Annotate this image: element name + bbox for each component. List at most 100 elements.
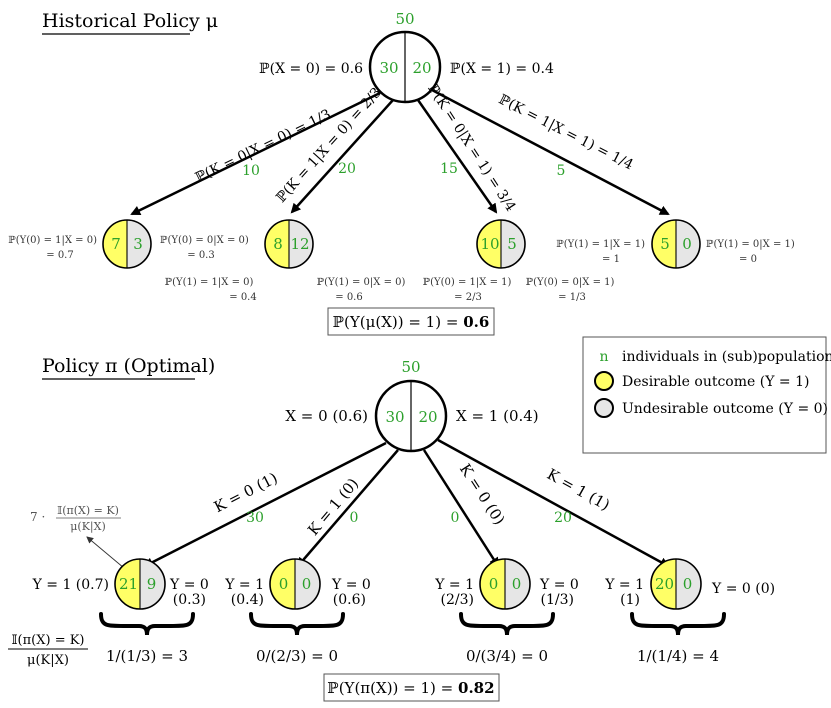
legend-n-symbol: n (599, 349, 608, 365)
optimal-edge-count-1: 0 (350, 510, 359, 526)
historical-leaf-1-yes-count: 8 (273, 235, 283, 253)
optimal-leaf-1-y1-label: Y = 1 (224, 577, 264, 593)
optimal-edge-label-3: K = 1 (1) (544, 465, 613, 514)
optimal-leaf-1-y0-label: Y = 0 (331, 577, 371, 593)
legend-no-text: Undesirable outcome (Y = 0) (622, 401, 828, 417)
historical-leaf-2-no-half (501, 220, 525, 268)
historical-leaf-1-no-count: 12 (290, 235, 309, 253)
historical-leaf-2-right-value: = 1/3 (558, 292, 586, 303)
optimal-leaf-2-y0-value: (1/3) (541, 592, 574, 608)
historical-leaf-0-left-value: = 0.7 (46, 250, 73, 261)
historical-leaf-2-left-value: = 2/3 (454, 292, 482, 303)
historical-leaf-2-no-count: 5 (507, 235, 517, 253)
historical-leaf-2-yes-half (477, 220, 501, 268)
historical-title: Historical Policy μ (42, 10, 218, 32)
legend: n individuals in (sub)population Desirab… (582, 336, 831, 454)
optimal-leaf-0-no-count: 9 (147, 575, 157, 593)
historical-leaf-2-node: 10 5 (476, 219, 526, 269)
optimal-leaf-3-no-half (676, 559, 701, 609)
optimal-edge-3 (437, 438, 670, 568)
optimal-leaf-0-yes-half (115, 559, 140, 609)
historical-leaf-0-yes-count: 7 (111, 235, 121, 253)
weight-brace-2 (459, 612, 555, 636)
optimal-leaf-3-node: 20 0 (650, 558, 702, 610)
historical-leaf-1-no-half (289, 220, 313, 268)
weight-brace-1 (249, 612, 345, 636)
weight-value-1: 0/(2/3) = 0 (256, 647, 338, 665)
historical-leaf-2-yes-count: 10 (480, 235, 499, 253)
weight-value-0: 1/(1/3) = 3 (106, 647, 188, 665)
optimal-edge-count-3: 20 (554, 510, 572, 526)
legend-box (582, 336, 827, 454)
historical-leaf-0-left-label: ℙ(Y(0) = 1|X = 0) (8, 235, 97, 246)
historical-edge-count-2: 15 (440, 161, 458, 177)
optimal-leaf-2-no-count: 0 (512, 575, 522, 593)
optimal-leaf-1-y0-value: (0.6) (333, 592, 366, 608)
legend-n-text: individuals in (sub)population (622, 349, 831, 365)
optimal-leaf-1-yes-half (270, 559, 295, 609)
historical-edge-2 (416, 99, 498, 214)
historical-root-node (368, 30, 442, 104)
optimal-leaf-2-y1-value: (2/3) (441, 592, 474, 608)
optimal-x0-label: X = 0 (0.6) (285, 407, 368, 425)
optimal-edge-label-1: K = 1 (0) (304, 475, 362, 539)
historical-edges (130, 88, 670, 216)
optimal-edges (143, 438, 670, 568)
historical-edge-count-0: 10 (242, 163, 260, 179)
historical-root-left-count: 30 (379, 59, 398, 77)
optimal-edge-label-2: K = 0 (0) (456, 460, 509, 528)
historical-leaf-0-no-count: 3 (133, 235, 143, 253)
historical-leaf-3-no-half (676, 220, 700, 268)
optimal-edge-0 (143, 441, 387, 568)
optimal-edge-count-0: 30 (246, 510, 264, 526)
optimal-leaf-1-y1-value: (0.4) (231, 592, 264, 608)
optimal-edge-count-2: 0 (451, 510, 460, 526)
historical-leaf-0-right-label: ℙ(Y(0) = 0|X = 0) (160, 235, 249, 246)
optimal-root-left-count: 30 (385, 408, 404, 426)
optimal-root-right-count: 20 (418, 408, 437, 426)
optimal-leaf-2-yes-half (480, 559, 505, 609)
optimal-title: Policy π (Optimal) (42, 355, 215, 377)
historical-leaf-1-left-label: ℙ(Y(1) = 1|X = 0) (165, 277, 254, 288)
historical-leaf-3-yes-half (652, 220, 676, 268)
optimal-leaf-0-y0-label: Y = 0 (169, 577, 209, 593)
annotation-arrow (86, 536, 125, 569)
optimal-root-node (374, 379, 448, 453)
historical-leaf-1-right-label: ℙ(Y(1) = 0|X = 0) (317, 277, 406, 288)
historical-leaf-1-yes-half (265, 220, 289, 268)
annotation-numerator: 𝕀(π(X) = K) (57, 504, 119, 517)
optimal-leaf-3-yes-half (651, 559, 676, 609)
historical-leaf-0-right-value: = 0.3 (187, 250, 214, 261)
optimal-leaf-0-no-half (140, 559, 165, 609)
legend-yes-text: Desirable outcome (Y = 1) (622, 374, 809, 390)
historical-leaf-2-right-label: ℙ(Y(0) = 0|X = 1) (526, 277, 615, 288)
historical-edge-label-1: ℙ(K = 1|X = 0) = 2/3 (273, 85, 384, 206)
weight-brace-3 (630, 612, 726, 636)
historical-result-box (327, 307, 495, 336)
historical-leaf-3-right-label: ℙ(Y(1) = 0|X = 1) (706, 239, 795, 250)
historical-root-total: 50 (395, 10, 414, 28)
optimal-leaf-3-no-count: 0 (683, 575, 693, 593)
historical-root-right-count: 20 (412, 59, 431, 77)
historical-edge-count-3: 5 (557, 163, 566, 179)
optimal-result-box (323, 673, 500, 702)
historical-edge-count-1: 20 (338, 161, 356, 177)
historical-leaf-1-node: 8 12 (264, 219, 314, 269)
historical-leaf-3-no-count: 0 (682, 235, 692, 253)
historical-leaf-3-yes-count: 5 (660, 235, 670, 253)
historical-edge-1 (290, 99, 394, 214)
optimal-leaf-0-y0-value: (0.3) (173, 592, 206, 608)
optimal-edge-1 (296, 449, 399, 568)
historical-leaf-3-left-label: ℙ(Y(1) = 1|X = 1) (556, 239, 645, 250)
historical-leaf-2-left-label: ℙ(Y(0) = 1|X = 1) (423, 277, 512, 288)
historical-edge-3 (431, 88, 670, 216)
optimal-leaf-3-yes-count: 20 (655, 575, 674, 593)
